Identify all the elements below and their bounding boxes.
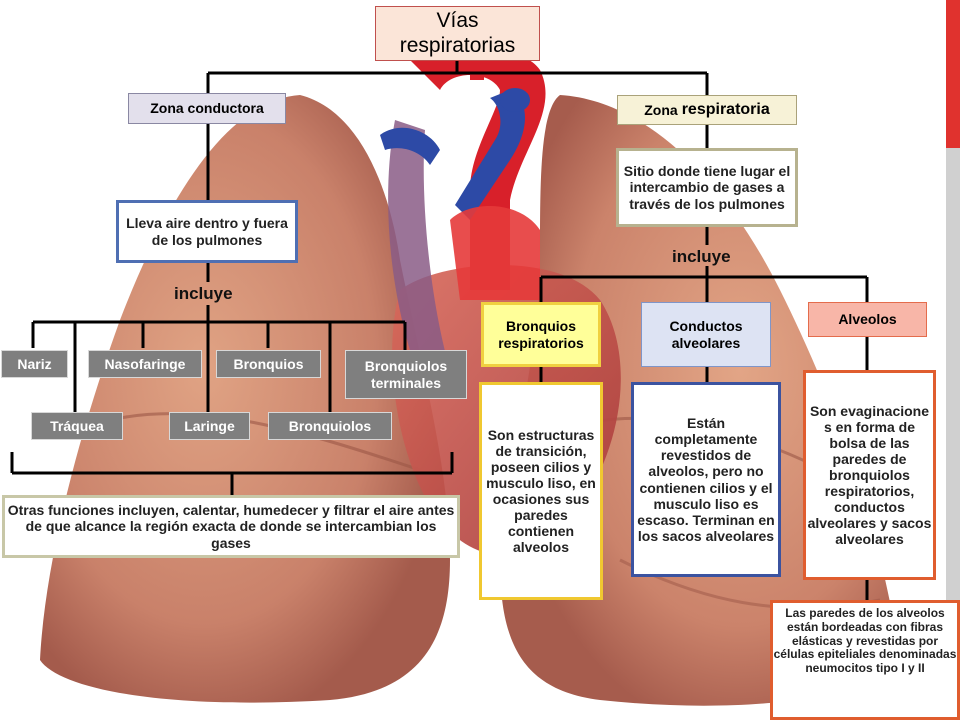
bronquios-respiratorios-text: Son estructuras de transición, poseen ci…	[479, 382, 603, 600]
item-bronquiolos-terminales: Bronquiolos terminales	[345, 350, 467, 399]
accent-bar	[946, 0, 960, 148]
alveolos-text: Son evaginacione s en forma de bolsa de …	[803, 370, 936, 580]
zona-conductora-label: Zona conductora	[128, 93, 286, 124]
zona-respiratoria-main: respiratoria	[681, 100, 770, 118]
bronquios-respiratorios-header: Bronquios respiratorios	[481, 302, 601, 367]
zona-conductora-description: Lleva aire dentro y fuera de los pulmone…	[116, 200, 298, 263]
item-traquea: Tráquea	[31, 412, 123, 440]
alveolos-header: Alveolos	[808, 302, 927, 337]
scroll-strip	[946, 148, 960, 720]
zona-respiratoria-label: Zona respiratoria	[617, 95, 797, 125]
item-nariz: Nariz	[1, 350, 68, 378]
alveolos-walls-text: Las paredes de los alveolos están bordea…	[770, 600, 960, 720]
item-nasofaringe: Nasofaringe	[88, 350, 202, 378]
item-bronquios: Bronquios	[216, 350, 321, 378]
item-laringe: Laringe	[169, 412, 250, 440]
conductos-alveolares-text: Están completamente revestidos de alveol…	[631, 382, 781, 577]
zona-respiratoria-description: Sitio donde tiene lugar el intercambio d…	[616, 148, 798, 227]
zona-respiratoria-prefix: Zona	[644, 101, 678, 118]
item-bronquiolos: Bronquiolos	[268, 412, 392, 440]
other-functions-box: Otras funciones incluyen, calentar, hume…	[2, 495, 460, 558]
diagram-title: Vías respiratorias	[375, 6, 540, 61]
includes-label-right: incluye	[672, 247, 731, 266]
conductos-alveolares-header: Conductos alveolares	[641, 302, 771, 367]
includes-label-left: incluye	[174, 284, 233, 303]
